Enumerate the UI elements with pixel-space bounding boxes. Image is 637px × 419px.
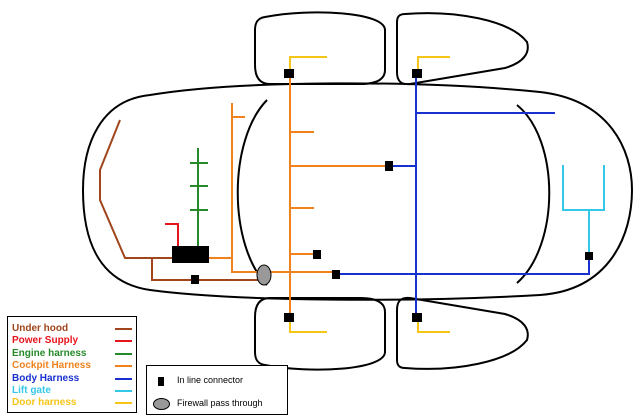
legend-label: Engine harness [12,347,87,359]
car-outline [81,11,634,371]
legend-swatch [115,328,132,330]
inline-connector [385,161,393,171]
car-body [81,82,634,301]
legend-item-cockpit-harness: Cockpit Harness [12,360,132,372]
legend-item-engine-harness: Engine harness [12,348,132,360]
legend-label: Cockpit Harness [12,360,91,372]
legend-label: Power Supply [12,335,79,347]
door-rear-right [396,296,529,370]
connector-symbol-icon [158,377,164,386]
door-front-left [254,11,386,85]
lift-gate-harness [562,165,605,256]
legend-label: Body Harness [12,372,80,384]
symbol-key: In line connector Firewall pass through [146,365,288,415]
firewall-pass-through [256,264,272,286]
key-item-firewall: Firewall pass through [147,395,287,413]
door-rear-left [396,12,529,86]
key-item-connector: In line connector [147,372,287,390]
door-front-right [254,297,386,371]
inline-connector [284,313,294,322]
legend-item-door-harness: Door harness [12,397,132,409]
body-harness [336,73,590,318]
inline-connector [412,69,422,78]
firewall-symbol-icon [153,398,170,410]
inline-connector [191,275,199,284]
inline-connector [284,69,294,78]
engine-harness [190,148,208,248]
legend-swatch [115,402,132,405]
under-hood-harness [99,119,265,281]
key-label-connector: In line connector [177,375,244,385]
power-supply-harness [165,223,179,248]
key-label-firewall: Firewall pass through [177,398,263,408]
windshield-arc [236,99,268,286]
inline-connector [313,250,321,259]
rear-window-arc [516,104,551,284]
legend-label: Under hood [12,323,69,334]
cockpit-harness [208,73,389,318]
legend-item-lift-gate: Lift gate [12,385,132,397]
legend-swatch [115,365,132,368]
door-harness [289,56,450,333]
inline-connector [585,252,593,260]
connectors [172,69,593,322]
legend-label: Door harness [12,397,77,409]
legend-label: Lift gate [12,385,51,396]
harness-legend: Under hood Power Supply Engine harness C… [7,316,137,413]
junction-block [172,246,209,263]
legend-swatch [115,377,132,380]
legend-item-power-supply: Power Supply [12,335,132,347]
legend-item-body-harness: Body Harness [12,373,132,385]
legend-item-under-hood: Under hood [12,323,132,335]
inline-connector [332,270,340,279]
legend-swatch [115,340,132,343]
legend-swatch [115,390,132,392]
legend-swatch [115,352,132,355]
inline-connector [412,313,422,322]
